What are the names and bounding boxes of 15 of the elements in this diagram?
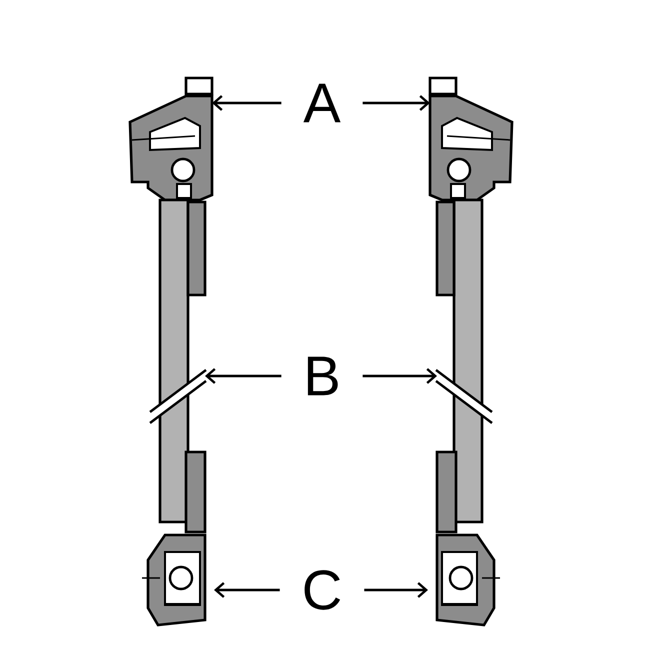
leader-arrow — [205, 368, 282, 384]
headset-part-drawing — [428, 76, 514, 202]
leader-arrow — [212, 95, 282, 111]
headset-part-drawing — [128, 76, 214, 202]
leader-arrow — [362, 368, 437, 384]
headset-part-drawing — [435, 198, 493, 534]
callout-letter: B — [308, 356, 338, 396]
headset-part-drawing — [149, 198, 207, 534]
headset-part-drawing — [436, 534, 500, 626]
callout-letter: C — [304, 570, 340, 610]
leader-arrow — [364, 582, 428, 598]
headset-part-drawing — [142, 534, 206, 626]
leader-arrow — [362, 95, 430, 111]
callout-letter: A — [303, 84, 341, 122]
leader-arrow — [214, 582, 280, 598]
